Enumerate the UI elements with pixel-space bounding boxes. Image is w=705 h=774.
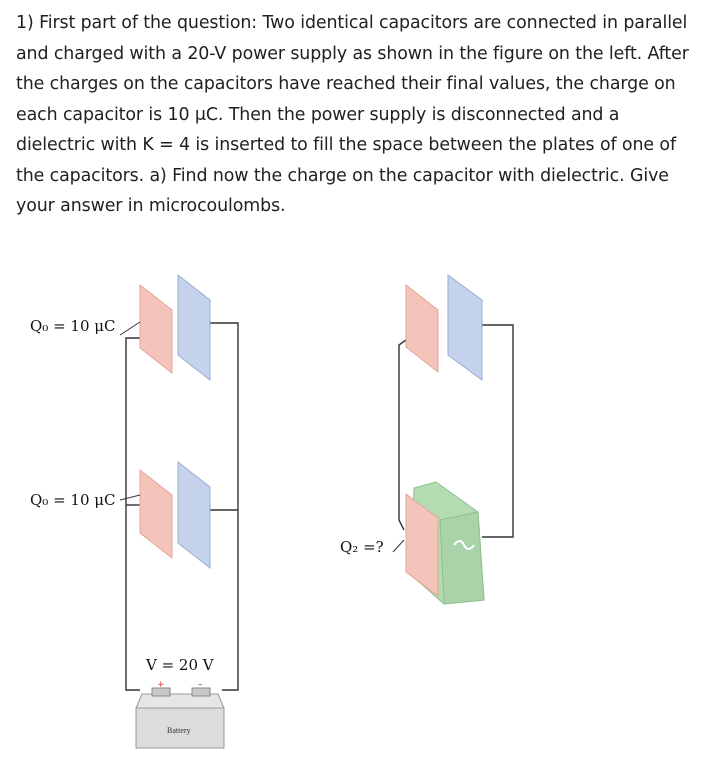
voltage-label: V = 20 V: [145, 656, 215, 674]
dielectric-squiggle: [453, 540, 475, 550]
battery-body: [135, 707, 225, 749]
wire-right-rail: [210, 322, 239, 691]
negative-plate: [177, 273, 211, 382]
battery-label: Battery: [167, 726, 191, 735]
leader-line-bottom: [119, 494, 141, 501]
capacitor-bottom: [139, 460, 211, 570]
positive-plate: [405, 493, 439, 597]
battery-terminal-positive: [151, 687, 171, 697]
positive-plate: [139, 468, 173, 560]
capacitor-top: [139, 273, 211, 382]
wire-left-rail: [125, 337, 140, 691]
bottom-capacitor-label: Q₀ = 10 μC: [30, 491, 116, 509]
positive-plate: [405, 283, 439, 374]
left-circuit: Q₀ = 10 μC Q₀ = 10 μC V = 20 V Battery +…: [30, 273, 239, 749]
battery-top: [135, 693, 225, 709]
question-text: 1) First part of the question: Two ident…: [16, 13, 689, 216]
wire-right-rail: [482, 324, 514, 538]
negative-plate: [177, 460, 211, 570]
capacitor-with-dielectric: [405, 481, 485, 605]
right-wires: [398, 324, 514, 538]
wire-left-rail: [398, 339, 407, 531]
battery: Battery + –: [135, 680, 225, 749]
minus-sign: –: [198, 680, 203, 690]
top-capacitor-label: Q₀ = 10 μC: [30, 317, 116, 335]
positive-plate: [139, 283, 173, 375]
leader-line-unknown: [392, 539, 405, 553]
battery-terminal-negative: [191, 687, 211, 697]
unknown-charge-label: Q₂ =?: [340, 538, 384, 556]
plus-sign: +: [157, 680, 165, 690]
leader-line-top: [119, 321, 141, 336]
right-circuit: Q₂ =?: [340, 274, 514, 605]
capacitor-top: [405, 274, 483, 381]
left-wires: [125, 322, 239, 691]
dielectric-edge: [439, 511, 485, 605]
negative-plate: [447, 274, 483, 381]
